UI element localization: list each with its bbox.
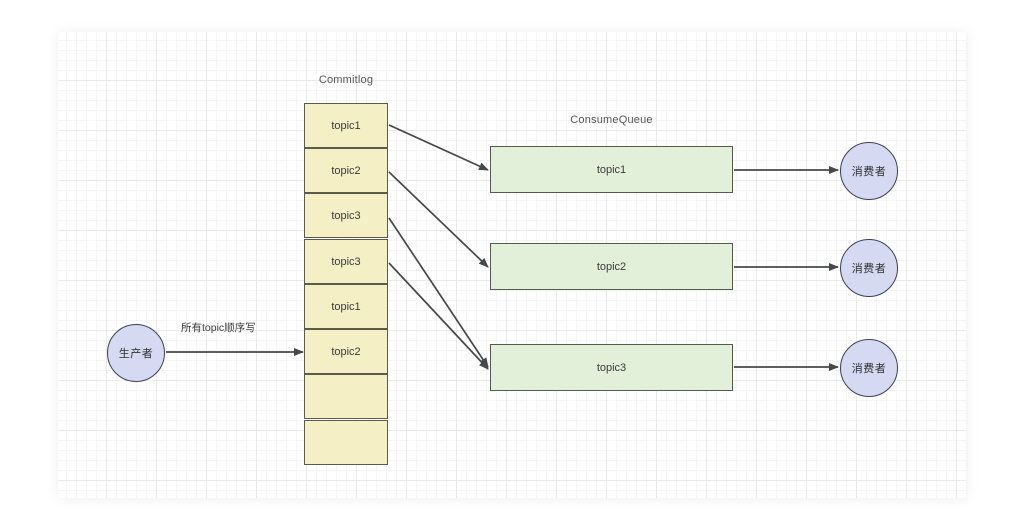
consumequeue-box-topic2[interactable]: topic2 [490,243,733,290]
consumer-node-3[interactable]: 消费者 [840,339,898,397]
consumequeue-title: ConsumeQueue [570,114,653,126]
producer-node[interactable]: 生产者 [107,324,165,382]
commitlog-cell[interactable] [304,374,388,419]
commitlog-cell[interactable] [304,420,388,465]
producer-edge-label: 所有topic顺序写 [181,322,256,334]
commitlog-stack: topic1 topic2 topic3 topic3 topic1 topic… [304,103,388,465]
commitlog-cell[interactable]: topic1 [304,284,388,329]
consumequeue-box-topic3[interactable]: topic3 [490,344,733,391]
commitlog-cell[interactable]: topic2 [304,148,388,193]
consumequeue-box-topic1[interactable]: topic1 [490,146,733,193]
commitlog-cell[interactable]: topic3 [304,193,388,238]
commitlog-cell[interactable]: topic1 [304,103,388,148]
consumer-node-2[interactable]: 消费者 [840,239,898,297]
commitlog-cell[interactable]: topic2 [304,329,388,374]
commitlog-title: Commitlog [318,74,374,86]
commitlog-cell[interactable]: topic3 [304,239,388,284]
consumer-node-1[interactable]: 消费者 [840,142,898,200]
